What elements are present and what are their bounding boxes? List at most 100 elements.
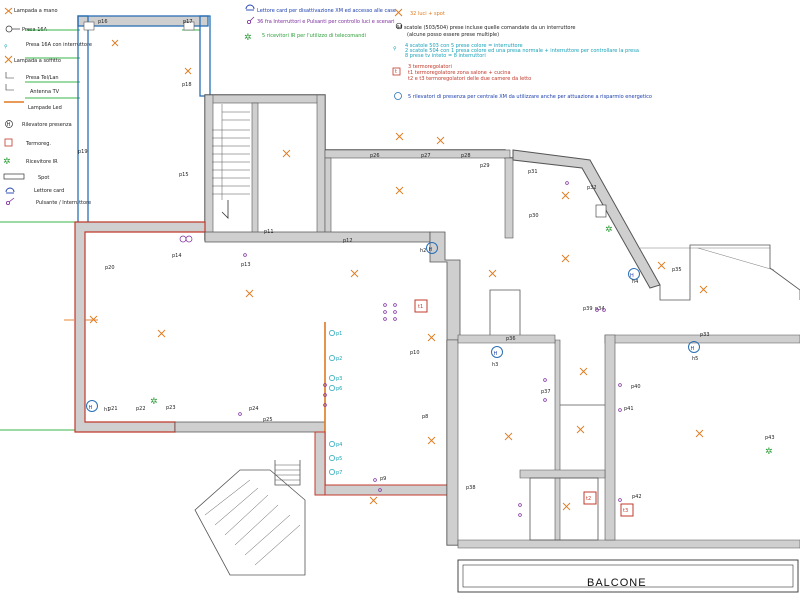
label-p34: p34 (595, 306, 605, 312)
label-p25: p25 (263, 417, 273, 423)
svg-text:H: H (89, 405, 93, 411)
legend: Lampada a mano Presa 16A ⚲ Presa 16A con… (3, 7, 92, 206)
legend-item-ceiling-lamp: Lampada a soffitto (4, 55, 61, 64)
legend-label: Antenna TV (30, 89, 60, 95)
legend-label: Rilevatore presenza (22, 122, 72, 128)
label-p1: p1 (336, 331, 342, 337)
svg-text:✲: ✲ (765, 447, 773, 457)
legend-label: Lampada a mano (14, 8, 58, 14)
label-p10: p10 (410, 350, 420, 356)
svg-text:✲: ✲ (244, 33, 252, 43)
label-h3: h3 (492, 362, 498, 368)
svg-text:✲: ✲ (150, 397, 158, 407)
svg-text:H: H (630, 273, 634, 279)
label-t3: t3 (623, 508, 628, 514)
svg-text:✲: ✲ (3, 157, 11, 167)
label-p22: p22 (136, 406, 146, 412)
legend-item-card-reader: Lettore card (5, 187, 64, 194)
label-p38: p38 (466, 485, 476, 491)
label-p15: p15 (179, 172, 189, 178)
label-p17: p17 (183, 19, 193, 25)
note-sockets-1: 44 scatole (503/504) prese incluse quell… (396, 25, 576, 31)
note-sockets-2: (alcune posso essere prese multiple) (407, 32, 499, 38)
label-p27: p27 (421, 153, 431, 159)
label-p26: p26 (370, 153, 380, 159)
legend-label: Lettore card (34, 188, 64, 194)
room-top-left: p16 p17 p18 p19 p15 (77, 15, 211, 227)
legend-item-lamp-hand: Lampada a mano (4, 7, 58, 15)
legend-item-led: Lampade Led (4, 101, 62, 111)
legend-item-presence: H Rilevatore presenza (5, 120, 72, 128)
diagonal-wall: H ✲ p31 p32 p30 p29 p35 h4 (480, 149, 800, 301)
room-kitchen: p9 p8 p10 t1 (194, 299, 448, 576)
label-p33: p33 (700, 332, 710, 338)
label-t1: t1 (418, 304, 423, 310)
note-cyan-1: 4 scatole 503 con 5 prese colore = inter… (405, 43, 523, 49)
label-p28: p28 (461, 153, 471, 159)
label-p30: p30 (529, 213, 539, 219)
legend-item-push-button: Pulsante / Interruttore (6, 197, 91, 206)
note-presence: 5 rilevatori di presenza per centrale XM… (408, 94, 652, 100)
svg-text:✲: ✲ (605, 225, 613, 235)
label-p6: p6 (336, 386, 342, 392)
legend-label: Lampade Led (28, 105, 62, 111)
note-lights: 32 luci + spot (410, 11, 445, 17)
label-p39: p39 (583, 306, 593, 312)
legend-item-tv-antenna: Antenna TV (5, 84, 60, 95)
legend-item-tv-outlet: Presa Tel/Lan (5, 72, 59, 81)
label-p16: p16 (98, 19, 108, 25)
label-p14: p14 (172, 253, 182, 259)
label-p41: p41 (624, 406, 634, 412)
label-p29: p29 (480, 163, 490, 169)
label-p13: p13 (241, 262, 251, 268)
label-p11: p11 (264, 229, 274, 235)
note-ir: 5 ricevitori IR per l'utilizzo di teleco… (262, 33, 366, 39)
svg-text:H: H (429, 247, 433, 253)
hall: H h2 (420, 231, 570, 341)
legend-label: Lampada a soffitto (14, 58, 61, 64)
label-h5: h5 (692, 356, 698, 362)
legend-item-ir: ✲ Ricevitore IR (3, 157, 58, 167)
label-p2: p2 (336, 356, 342, 362)
label-p9: p9 (380, 476, 386, 482)
note-thermo-3: t2 e t3 termoregolatori delle due camere… (408, 76, 531, 82)
legend-item-spot: Spot (3, 173, 49, 181)
label-p7: p7 (336, 470, 342, 476)
room-corridor: p26 p27 p28 (324, 132, 515, 241)
label-p31: p31 (528, 169, 538, 175)
label-p20: p20 (105, 265, 115, 271)
switches (238, 181, 622, 517)
label-p18: p18 (182, 82, 192, 88)
legend-label: Spot (38, 175, 49, 181)
legend-label: Presa Tel/Lan (26, 75, 59, 81)
svg-text:H: H (7, 122, 11, 128)
legend-label: Ricevitore IR (26, 159, 58, 165)
label-p35: p35 (672, 267, 682, 273)
room-bedrooms: H H t3 t2 ✲ h3 h5 p36 p37 p38 p34 p39 p4… (446, 289, 800, 549)
label-p43: p43 (765, 435, 775, 441)
svg-text:H: H (691, 346, 695, 352)
label-p42: p42 (632, 494, 642, 500)
balcony-label: BALCONE (587, 577, 647, 589)
svg-text:⚲: ⚲ (393, 46, 397, 52)
label-p32: p32 (587, 185, 597, 191)
room-living: H ✲ p20 p14 p13 p11 p12 h1 p22 p23 p21 p… (64, 221, 431, 490)
label-h2: h2 (420, 248, 426, 254)
room-stair (204, 94, 326, 241)
legend-label: Presa 16A con interruttore (26, 42, 92, 48)
label-t2: t2 (586, 496, 591, 502)
label-p12: p12 (343, 238, 353, 244)
label-h4: h4 (632, 279, 638, 285)
note-cyan-3: 8 prese tv inteto = 8 interruttori (405, 53, 486, 59)
label-p21: p21 (108, 406, 118, 412)
label-p8: p8 (422, 414, 428, 420)
note-cyan-2: 2 scatole 504 con 1 presa colore ed una … (405, 48, 639, 54)
label-p19: p19 (78, 149, 88, 155)
balcony: BALCONE (457, 559, 799, 593)
label-p5: p5 (336, 456, 342, 462)
label-p37: p37 (541, 389, 551, 395)
label-p3: p3 (336, 376, 342, 382)
legend-item-outlet-16a-switch: ⚲ Presa 16A con interruttore (4, 42, 92, 50)
svg-text:H: H (494, 351, 498, 357)
